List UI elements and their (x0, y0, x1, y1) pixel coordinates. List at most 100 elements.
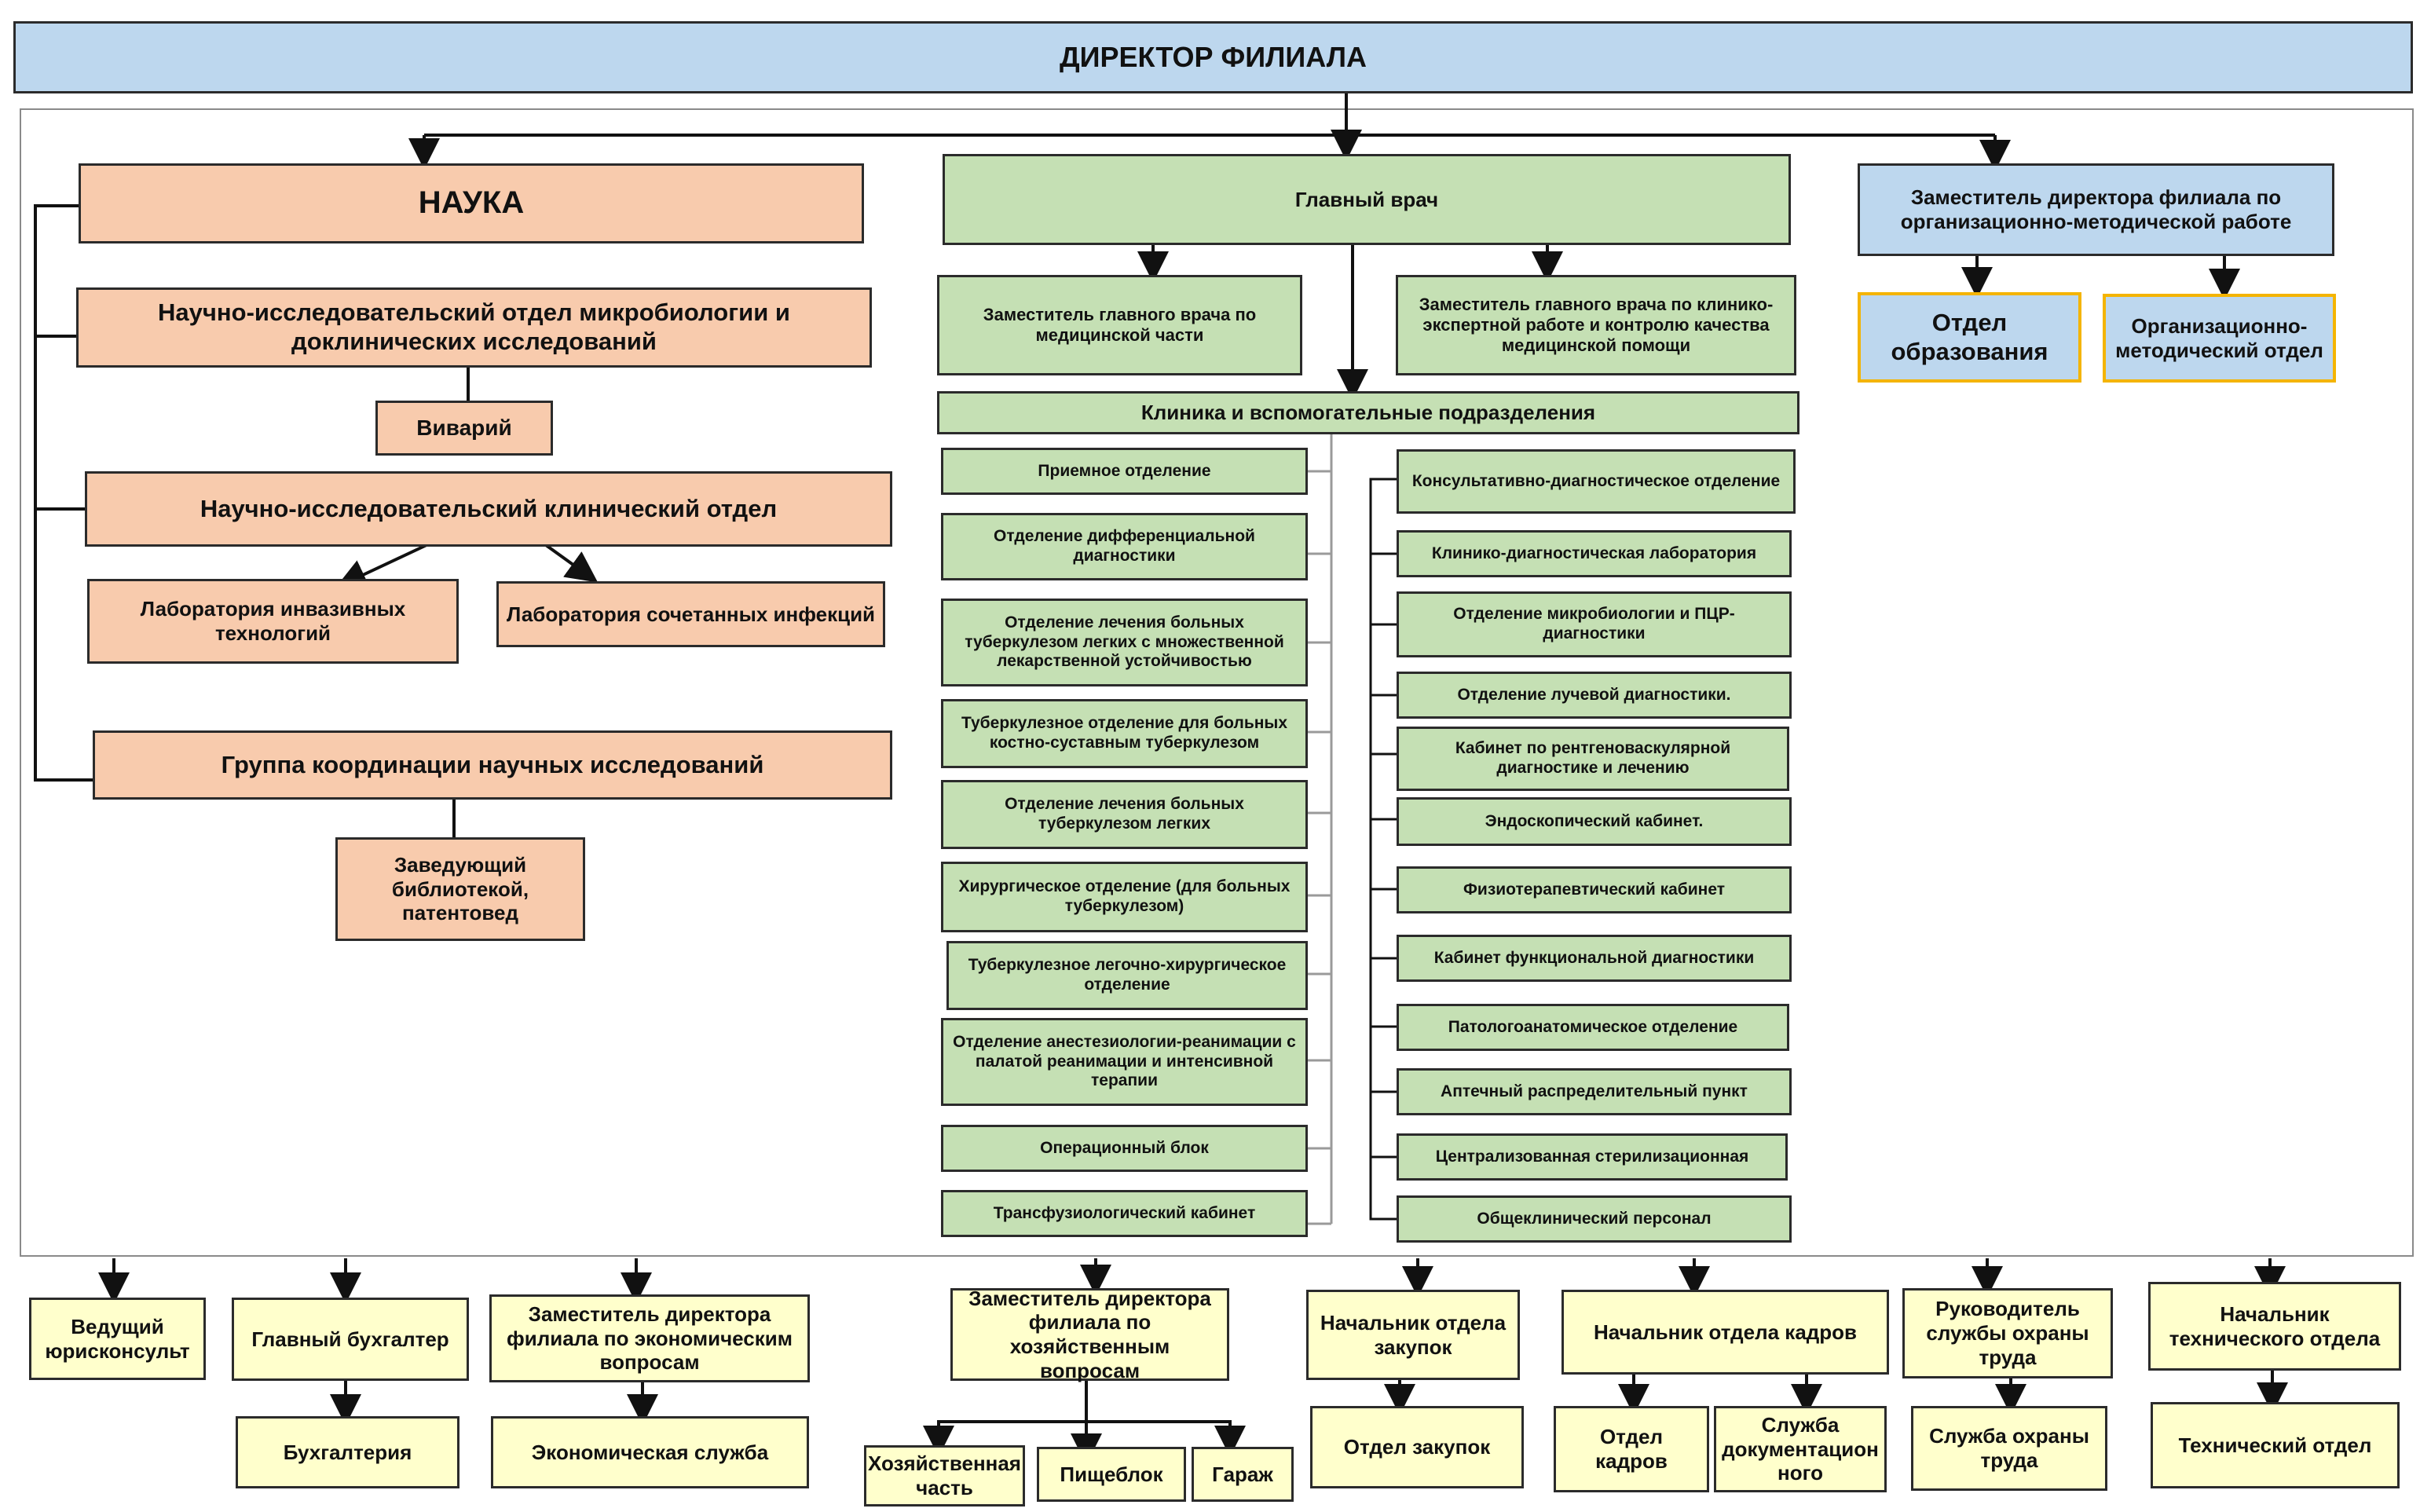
unit-label: Кабинет функциональной диагностики (1433, 948, 1755, 967)
unit-label: Операционный блок (1040, 1138, 1209, 1157)
clinic-unit-right: Эндоскопический кабинет. (1397, 797, 1792, 846)
unit-label: Приемное отделение (1038, 461, 1211, 480)
vivarium-label: Виварий (416, 416, 512, 441)
clinic-unit-left: Отделение лечения больных туберкулезом л… (941, 599, 1308, 686)
chief-doctor-label: Главный врач (1294, 187, 1439, 211)
unit-label: Централизованная стерилизационная (1435, 1147, 1749, 1166)
tech-dept-label: Технический отдел (2178, 1433, 2372, 1457)
deputy-household-box: Заместитель директора филиала по хозяйст… (950, 1286, 1229, 1382)
librarian-box: Заведующий библиотекой, патентовед (335, 837, 585, 941)
clinic-unit-left: Туберкулезное отделение для больных кост… (941, 699, 1308, 768)
deputy-econ-box: Заместитель директора филиала по экономи… (489, 1294, 810, 1382)
method-dept-label: Организационно-методический отдел (2115, 313, 2323, 362)
deputy-medical-label: Заместитель главного врача по медицинско… (983, 305, 1257, 345)
unit-label: Эндоскопический кабинет. (1485, 811, 1704, 830)
coord-group-box: Группа координации научных исследований (93, 730, 892, 800)
garage-box: Гараж (1192, 1447, 1294, 1502)
clinical-dept-box: Научно-исследовательский клинический отд… (85, 471, 892, 547)
clinic-unit-right: Клинико-диагностическая лаборатория (1397, 530, 1792, 577)
clinic-unit-left: Приемное отделение (941, 448, 1308, 495)
unit-label: Туберкулезное легочно-хирургическое отде… (968, 956, 1287, 994)
chief-accountant-label: Главный бухгалтер (251, 1327, 449, 1351)
method-dept-box: Организационно-методический отдел (2103, 294, 2336, 383)
tech-head-label: Начальник технического отдела (2169, 1301, 2381, 1350)
clinic-unit-right: Кабинет по рентгеноваскулярной диагности… (1397, 727, 1789, 791)
safety-head-label: Руководитель службы охраны труда (1926, 1297, 2089, 1369)
unit-label: Клинико-диагностическая лаборатория (1431, 544, 1757, 562)
lab-coinfection-box: Лаборатория сочетанных инфекций (496, 581, 885, 647)
unit-label: Хирургическое отделение (для больных туб… (958, 877, 1291, 915)
unit-label: Отделение лучевой диагностики. (1457, 685, 1731, 704)
chief-doctor-box: Главный врач (943, 154, 1791, 245)
coord-group-label: Группа координации научных исследований (221, 750, 764, 778)
director-box: ДИРЕКТОР ФИЛИАЛА (13, 21, 2413, 93)
lab-invasive-box: Лаборатория инвазивных технологий (87, 579, 459, 664)
canteen-label: Пищеблок (1060, 1462, 1163, 1486)
clinic-unit-left: Хирургическое отделение (для больных туб… (941, 862, 1308, 932)
unit-label: Трансфузиологический кабинет (993, 1203, 1256, 1222)
science-label: НАУКА (418, 185, 525, 221)
clinic-unit-right: Патологоанатомическое отделение (1397, 1004, 1789, 1051)
clinic-unit-left: Операционный блок (941, 1125, 1308, 1172)
clinic-unit-left: Отделение анестезиологии-реанимации с па… (941, 1018, 1308, 1106)
unit-label: Отделение дифференциальной диагностики (994, 527, 1255, 565)
clinic-unit-right: Аптечный распределительный пункт (1397, 1068, 1792, 1115)
deputy-quality-box: Заместитель главного врача по клинико-эк… (1396, 275, 1796, 375)
clinic-unit-left: Отделение лечения больных туберкулезом л… (941, 780, 1308, 849)
hr-dept-box: Отдел кадров (1554, 1406, 1709, 1492)
librarian-label: Заведующий библиотекой, патентовед (391, 852, 529, 925)
microbio-dept-label: Научно-исследовательский отдел микробиол… (158, 298, 790, 355)
deputy-org-method-box: Заместитель директора филиала по организ… (1858, 163, 2334, 256)
clinic-unit-right: Консультативно-диагностическое отделение (1397, 449, 1796, 514)
household-part-box: Хозяйственная часть (864, 1445, 1025, 1507)
unit-label: Аптечный распределительный пункт (1441, 1082, 1748, 1100)
chief-accountant-box: Главный бухгалтер (232, 1298, 469, 1381)
doc-service-label: Служба документацион ного (1722, 1412, 1879, 1485)
science-box: НАУКА (79, 163, 864, 243)
lawyer-box: Ведущий юрисконсульт (29, 1298, 206, 1380)
clinic-unit-right: Отделение лучевой диагностики. (1397, 672, 1792, 719)
main-frame (20, 108, 2414, 1257)
unit-label: Консультативно-диагностическое отделение (1411, 471, 1781, 490)
procurement-head-box: Начальник отдела закупок (1306, 1290, 1520, 1380)
clinic-unit-right: Отделение микробиологии и ПЦР-диагностик… (1397, 591, 1792, 657)
clinical-dept-label: Научно-исследовательский клинический отд… (200, 494, 778, 522)
hr-head-label: Начальник отдела кадров (1593, 1320, 1858, 1344)
clinic-unit-right: Кабинет функциональной диагностики (1397, 935, 1792, 982)
tech-head-box: Начальник технического отдела (2148, 1282, 2401, 1371)
education-dept-label: Отдел образования (1891, 308, 2048, 365)
unit-label: Патологоанатомическое отделение (1448, 1017, 1738, 1036)
deputy-medical-box: Заместитель главного врача по медицинско… (937, 275, 1302, 375)
clinic-unit-left: Туберкулезное легочно-хирургическое отде… (946, 941, 1308, 1010)
hr-head-box: Начальник отдела кадров (1561, 1290, 1889, 1375)
tech-dept-box: Технический отдел (2151, 1402, 2400, 1488)
unit-label: Отделение анестезиологии-реанимации с па… (953, 1032, 1296, 1090)
econ-service-box: Экономическая служба (491, 1416, 809, 1488)
canteen-box: Пищеблок (1037, 1447, 1186, 1502)
unit-label: Физиотерапевтический кабинет (1463, 880, 1726, 899)
doc-service-box: Служба документацион ного (1714, 1406, 1887, 1492)
deputy-econ-label: Заместитель директора филиала по экономи… (507, 1301, 793, 1375)
accounting-box: Бухгалтерия (236, 1416, 459, 1488)
econ-service-label: Экономическая служба (531, 1440, 769, 1464)
procurement-dept-box: Отдел закупок (1310, 1406, 1524, 1488)
unit-label: Отделение микробиологии и ПЦР-диагностик… (1453, 605, 1735, 643)
household-part-label: Хозяйственная часть (868, 1452, 1021, 1499)
safety-head-box: Руководитель службы охраны труда (1902, 1288, 2113, 1378)
deputy-household-label: Заместитель директора филиала по хозяйст… (968, 1286, 1211, 1382)
procurement-head-label: Начальник отдела закупок (1320, 1310, 1507, 1359)
clinic-unit-left: Отделение дифференциальной диагностики (941, 513, 1308, 580)
director-label: ДИРЕКТОР ФИЛИАЛА (1060, 40, 1367, 73)
clinic-header-box: Клиника и вспомогательные подразделения (937, 391, 1799, 434)
unit-label: Общеклинический персонал (1477, 1209, 1712, 1228)
lab-coinfection-label: Лаборатория сочетанных инфекций (506, 602, 876, 626)
vivarium-box: Виварий (375, 401, 553, 456)
microbio-dept-box: Научно-исследовательский отдел микробиол… (76, 287, 872, 368)
lab-invasive-label: Лаборатория инвазивных технологий (140, 597, 406, 645)
unit-label: Кабинет по рентгеноваскулярной диагности… (1455, 739, 1731, 777)
clinic-header-label: Клиника и вспомогательные подразделения (1140, 401, 1596, 425)
clinic-unit-left: Трансфузиологический кабинет (941, 1190, 1308, 1237)
safety-service-box: Служба охраны труда (1911, 1406, 2107, 1491)
deputy-org-method-label: Заместитель директора филиала по организ… (1900, 185, 2292, 233)
